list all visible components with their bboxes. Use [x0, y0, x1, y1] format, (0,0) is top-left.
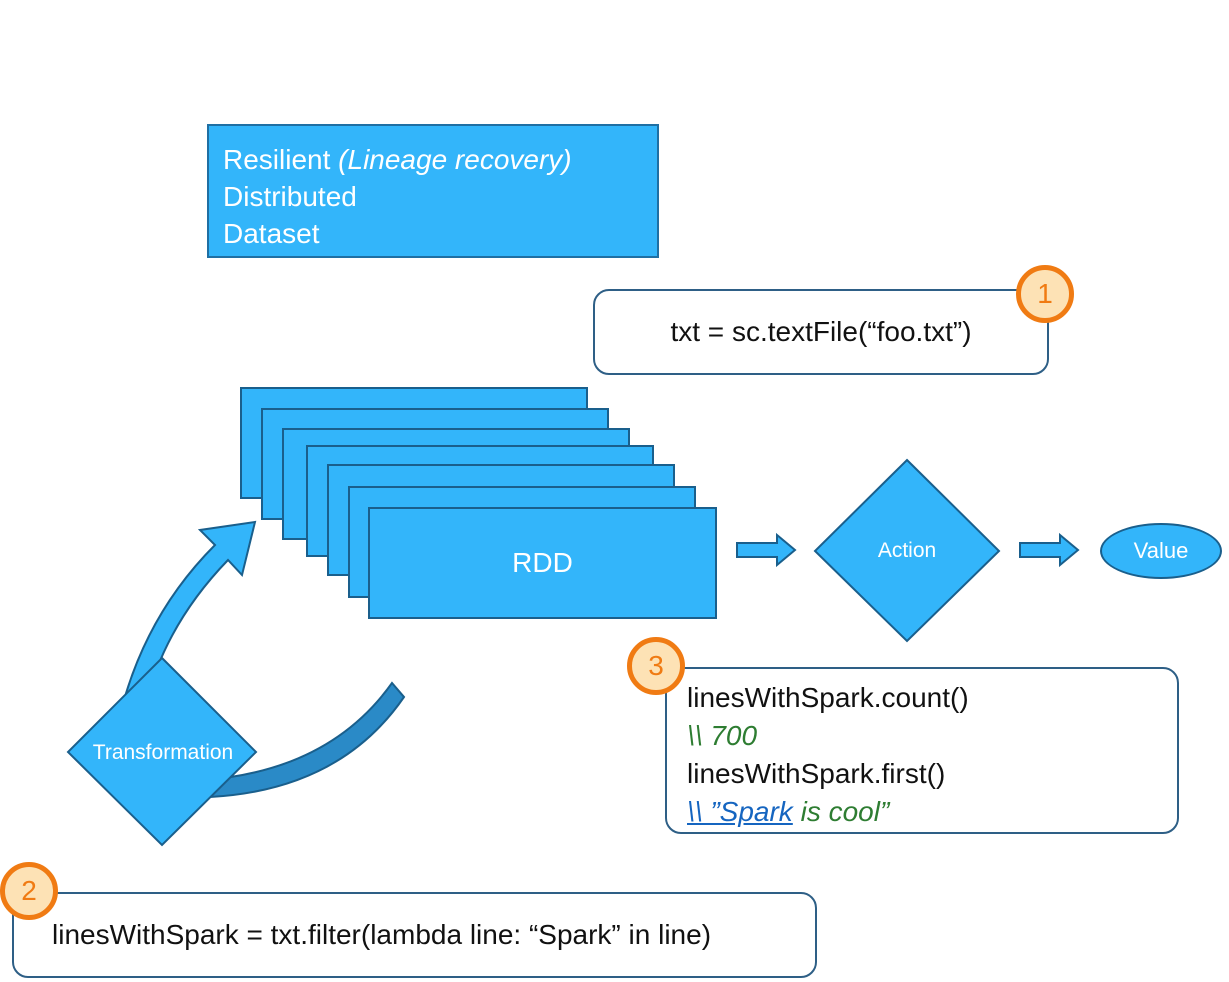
step3-count-call: linesWithSpark.count(): [687, 682, 969, 713]
arrow-action-to-value: [1019, 532, 1080, 568]
transformation-diamond: [66, 656, 258, 847]
step1-code-box: txt = sc.textFile(“foo.txt”): [593, 289, 1049, 375]
action-diamond: [813, 458, 1001, 643]
rdd-label: RDD: [512, 547, 573, 578]
step3-first-call: linesWithSpark.first(): [687, 758, 946, 789]
step2-code: linesWithSpark = txt.filter(lambda line:…: [52, 919, 712, 950]
value-oval: Value: [1100, 523, 1222, 579]
step3-count-result: \\ 700: [687, 720, 758, 751]
step3-code-box: linesWithSpark.count() \\ 700 linesWithS…: [665, 667, 1179, 834]
step3-badge: 3: [627, 637, 685, 695]
step2-code-box: linesWithSpark = txt.filter(lambda line:…: [12, 892, 817, 978]
step2-badge: 2: [0, 862, 58, 920]
transformation-label: Transformation: [92, 741, 234, 764]
step3-first-result-rest: is cool”: [792, 796, 890, 827]
step1-code: txt = sc.textFile(“foo.txt”): [670, 316, 972, 347]
rdd-definition-box: Resilient (Lineage recovery) Distributed…: [207, 124, 659, 258]
step3-first-result-link[interactable]: \\ ”Spark: [687, 796, 793, 827]
rdd-front-card: RDD: [368, 507, 717, 619]
definition-lineage-note: (Lineage recovery): [338, 144, 572, 175]
action-label: Action: [877, 539, 937, 562]
definition-dataset: Dataset: [223, 218, 320, 249]
arrow-rdd-to-action: [736, 532, 797, 568]
step1-badge: 1: [1016, 265, 1074, 323]
value-label: Value: [1133, 538, 1189, 563]
definition-resilient: Resilient: [223, 144, 331, 175]
definition-distributed: Distributed: [223, 181, 357, 212]
transformation-return-band: [203, 681, 406, 799]
